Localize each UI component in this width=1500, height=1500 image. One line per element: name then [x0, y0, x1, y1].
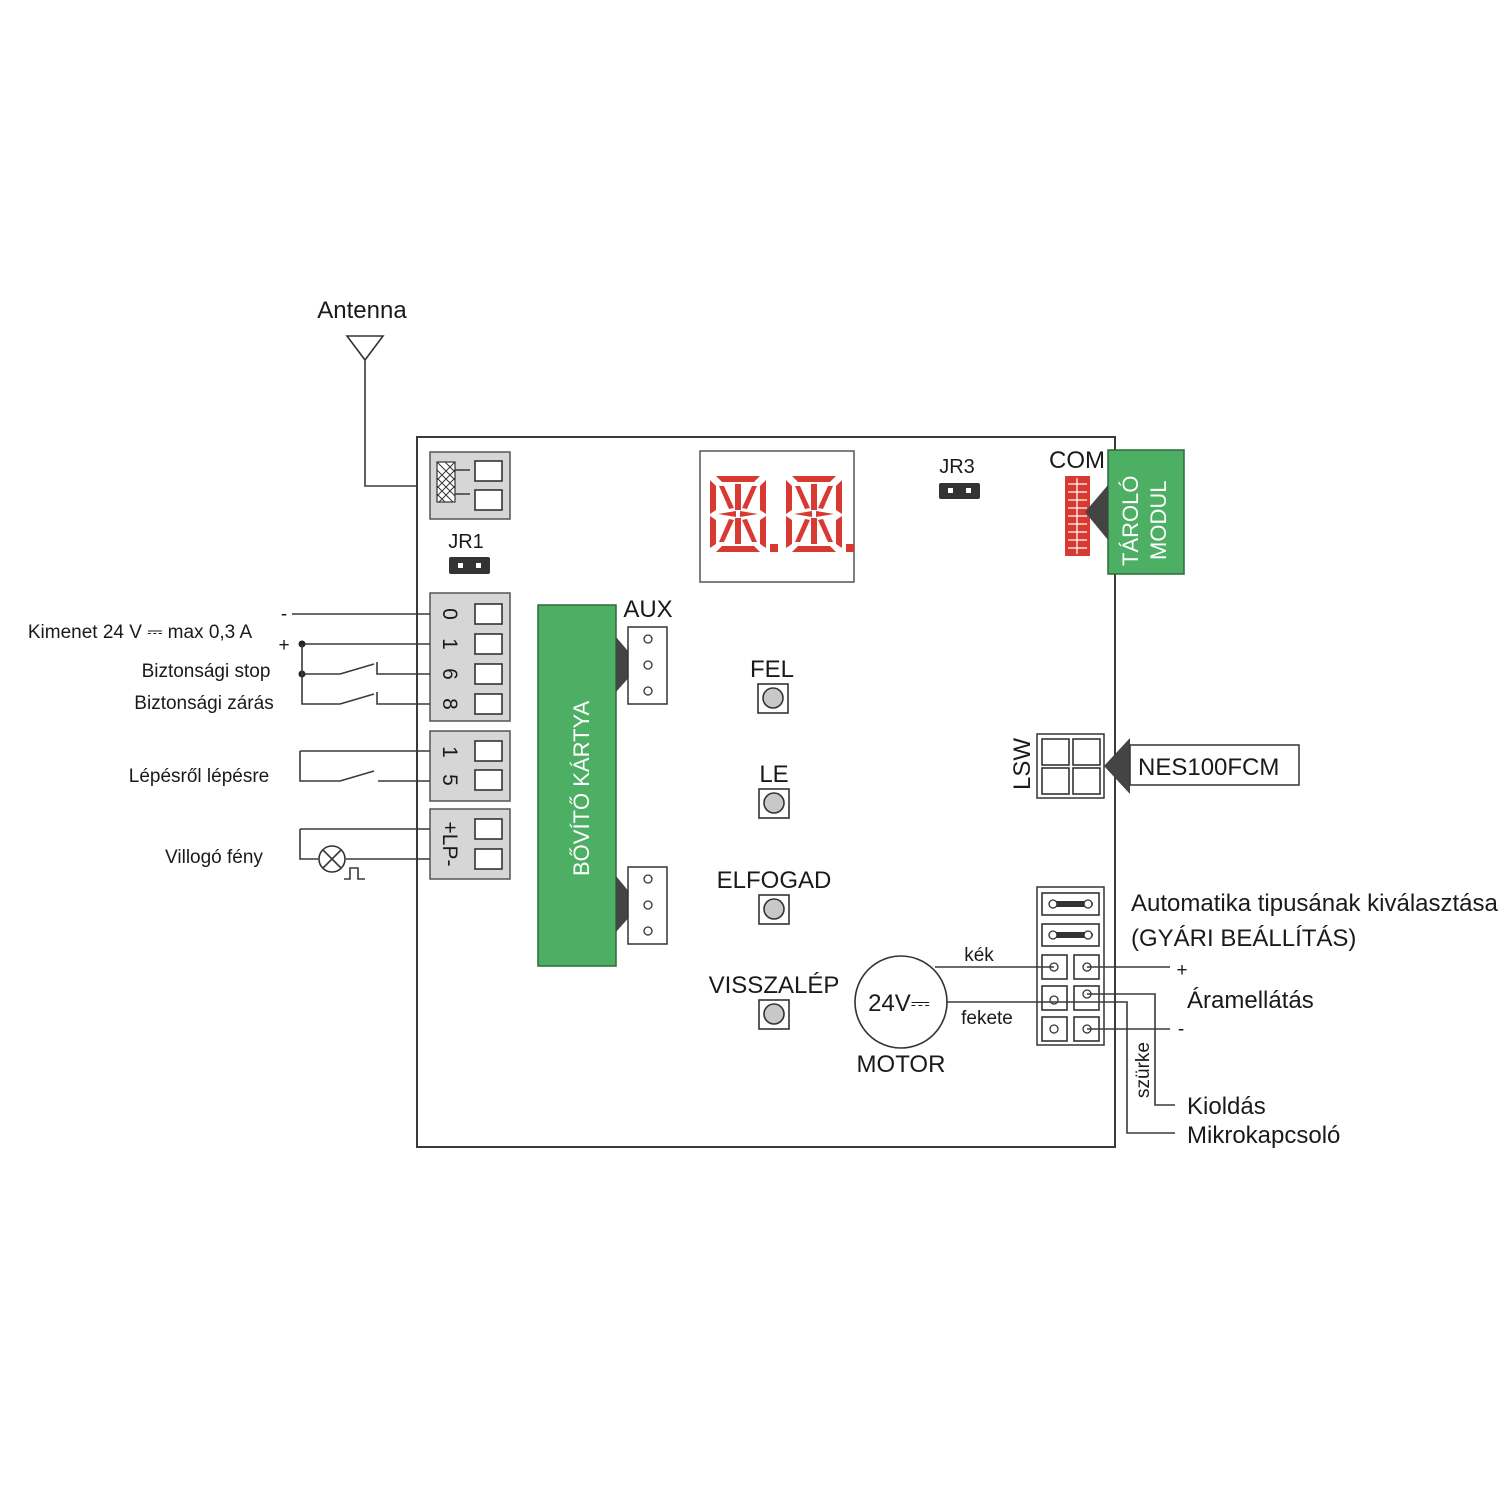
visszalep-button[interactable]: VISSZALÉP: [709, 972, 840, 1030]
storage-module: TÁROLÓ MODUL: [1085, 449, 1185, 575]
terminal-8: 8: [438, 698, 461, 710]
terminal-5: 5: [438, 774, 461, 786]
terminal-block-15: 1 5: [429, 730, 511, 802]
com-label: COM: [1049, 447, 1105, 474]
expansion-card: BŐVÍTŐ KÁRTYA: [537, 604, 640, 967]
aux-label: AUX: [623, 596, 672, 623]
com-connector: COM: [1049, 447, 1105, 556]
storage-module-label-2: MODUL: [1146, 481, 1171, 560]
lsw-label: LSW: [1009, 738, 1036, 790]
output-plus: +: [278, 635, 289, 656]
motor-voltage-label: 24V⎓: [868, 990, 930, 1017]
jr3-jumper[interactable]: JR3: [939, 456, 980, 499]
elfogad-label: ELFOGAD: [717, 867, 832, 894]
automation-select-label: Automatika tipusának kiválasztása: [1131, 890, 1499, 917]
output-minus: -: [281, 604, 287, 625]
elfogad-button[interactable]: ELFOGAD: [717, 867, 832, 925]
terminal-lp: +LP-: [438, 822, 461, 867]
visszalep-label: VISSZALÉP: [709, 972, 840, 999]
antenna-label: Antenna: [317, 297, 407, 324]
safety-stop-label: Biztonsági stop: [142, 661, 271, 682]
jr1-label: JR1: [448, 531, 484, 553]
factory-setting-label: (GYÁRI BEÁLLÍTÁS): [1131, 925, 1356, 952]
jr1-jumper[interactable]: JR1: [448, 531, 490, 574]
terminal-1b: 1: [438, 746, 461, 758]
right-wiring: + - szürke: [1054, 960, 1188, 1134]
antenna-terminal-block: [429, 451, 511, 520]
segment-display: [699, 450, 855, 583]
release-label: Kioldás: [1187, 1093, 1266, 1120]
microswitch-label: Mikrokapcsoló: [1187, 1122, 1340, 1149]
terminal-0: 0: [438, 608, 461, 620]
le-label: LE: [759, 761, 788, 788]
antenna-icon: [345, 335, 385, 362]
nes100fcm-module: NES100FCM: [1104, 738, 1300, 794]
flashing-light-label: Villogó fény: [165, 847, 263, 868]
display-digit-2: [786, 476, 854, 552]
motor-label: MOTOR: [857, 1051, 946, 1078]
fel-button[interactable]: FEL: [750, 656, 794, 714]
wire-grey-label: szürke: [1133, 1042, 1154, 1098]
display-digit-1: [710, 476, 778, 552]
motor-connector: [1036, 886, 1105, 1046]
power-minus: -: [1178, 1019, 1184, 1040]
lsw-connector: LSW: [1009, 733, 1105, 799]
terminal-block-lp: +LP-: [429, 808, 511, 880]
left-wiring: - +: [278, 604, 430, 880]
wire-blue-label: kék: [964, 945, 994, 966]
fel-label: FEL: [750, 656, 794, 683]
terminal-6: 6: [438, 668, 461, 680]
wire-black-label: fekete: [961, 1008, 1013, 1029]
terminal-block-0168: 0 1 6 8: [429, 592, 511, 722]
output-label: Kimenet 24 V ⎓ max 0,3 A: [28, 622, 253, 643]
storage-module-label-1: TÁROLÓ: [1118, 476, 1143, 566]
aux-connector-lower: [627, 866, 668, 945]
nes100fcm-label: NES100FCM: [1138, 754, 1279, 781]
motor: 24V⎓ MOTOR kék fekete: [854, 945, 1054, 1078]
antenna: Antenna: [317, 297, 432, 487]
jr3-label: JR3: [939, 456, 975, 478]
expansion-card-label: BŐVÍTŐ KÁRTYA: [569, 700, 594, 876]
safety-close-label: Biztonsági zárás: [134, 693, 273, 714]
aux-connector: AUX: [623, 596, 673, 705]
power-plus: +: [1176, 960, 1187, 981]
le-button[interactable]: LE: [758, 761, 790, 819]
terminal-1: 1: [438, 638, 461, 650]
step-by-step-label: Lépésről lépésre: [129, 766, 269, 787]
power-supply-label: Áramellátás: [1187, 987, 1314, 1014]
